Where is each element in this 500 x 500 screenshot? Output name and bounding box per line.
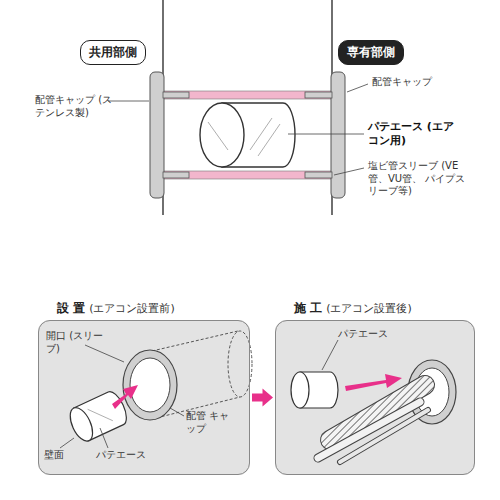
part-label: 壁面 — [44, 449, 64, 462]
step-panel: 施 工(エアコン設置後) — [275, 320, 475, 475]
part-label: 塩ビ管スリーブ (VE管、VU管、 パイプスリーブ等) — [368, 160, 468, 198]
step-title: 施 工 — [294, 301, 322, 315]
step-title: 設 置 — [57, 301, 85, 315]
part-label: パテエース — [96, 449, 146, 462]
panel-heading: 施 工 (エアコン設置後) — [294, 297, 412, 317]
part-label: 開口 (スリーブ) — [46, 330, 104, 355]
install-illustration — [66, 331, 252, 444]
wall-section — [150, 0, 345, 215]
panel-heading: 設 置 (エアコン設置前) — [57, 297, 175, 317]
leader-lines — [60, 340, 338, 448]
side-name: 専有部側 — [347, 45, 395, 59]
part-label: 配管キャップ — [372, 76, 432, 89]
part-label: パテエース (エアコン用) — [368, 120, 460, 148]
part-label: 配管 キャップ — [186, 410, 232, 435]
side-label-box: 共用部側 — [80, 40, 146, 65]
side-name: 共用部側 — [89, 45, 137, 59]
step-subtitle: (エアコン設置前) — [89, 302, 175, 315]
construct-illustration — [291, 360, 456, 462]
step-subtitle: (エアコン設置後) — [326, 302, 412, 315]
leader-lines — [108, 84, 368, 175]
side-label-box: 専有部側 — [338, 40, 404, 65]
part-label: 配管キャップ (ステンレス製) — [35, 94, 115, 119]
step-arrow — [252, 389, 273, 407]
arrow-shape — [252, 389, 273, 407]
part-label: パテエース — [338, 328, 388, 341]
